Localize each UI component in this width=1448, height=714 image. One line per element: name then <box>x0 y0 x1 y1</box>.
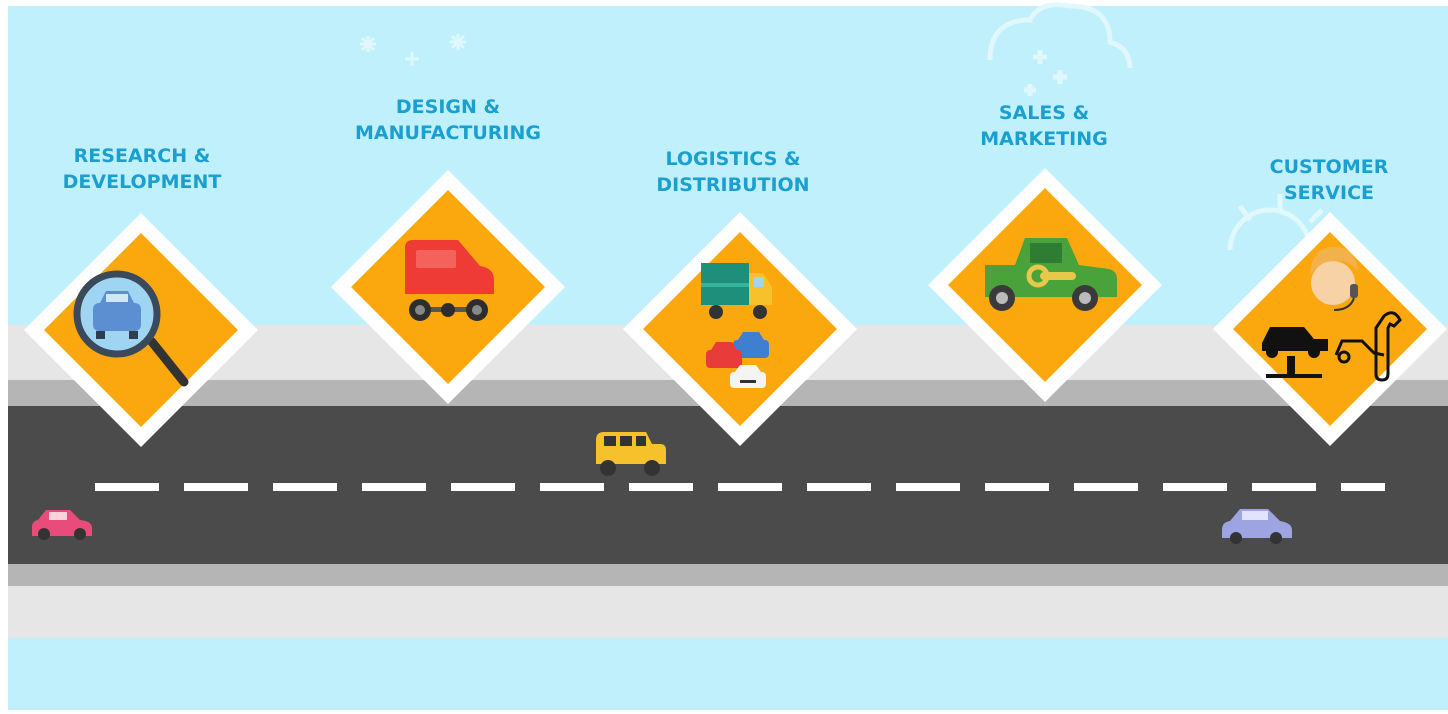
pickup-key-icon <box>985 238 1117 311</box>
car-body-icon <box>405 240 494 321</box>
stage-title-line: LOGISTICS & <box>665 148 801 170</box>
truck-traffic-icon <box>701 263 772 388</box>
lavender-sedan-icon <box>1222 509 1292 544</box>
stage-title-line: SERVICE <box>1284 182 1374 204</box>
stage-title-logistics: LOGISTICS & DISTRIBUTION <box>613 146 853 198</box>
sign-research-development <box>24 213 258 447</box>
stage-title-design: DESIGN & MANUFACTURING <box>328 94 568 146</box>
service-agent-icon <box>1262 247 1402 382</box>
magnifier-car-icon <box>73 270 189 387</box>
yellow-suv-icon <box>596 432 666 476</box>
stage-title-line: MANUFACTURING <box>355 122 541 144</box>
stage-title-line: SALES & <box>998 102 1090 124</box>
lower-sidewalk <box>8 586 1448 638</box>
pink-car-icon <box>32 510 92 540</box>
stage-title-customer-service: CUSTOMER SERVICE <box>1209 154 1448 206</box>
lower-curb <box>8 564 1448 586</box>
lane-markings <box>95 483 1385 491</box>
stage-title-sales: SALES & MARKETING <box>924 100 1164 152</box>
stage-title-line: DEVELOPMENT <box>62 171 222 193</box>
sign-customer-service <box>1213 212 1447 446</box>
stage-title-line: DESIGN & <box>395 96 501 118</box>
stage-title-line: RESEARCH & <box>73 145 211 167</box>
sign-logistics-distribution <box>623 212 857 446</box>
stage-title-research: RESEARCH & DEVELOPMENT <box>22 143 262 195</box>
stage-title-line: DISTRIBUTION <box>656 174 810 196</box>
stage-title-line: MARKETING <box>980 128 1108 150</box>
snowflake-decoration <box>360 34 466 66</box>
sign-sales-marketing <box>928 168 1162 402</box>
sign-design-manufacturing <box>331 170 565 404</box>
cloud-decoration <box>987 2 1324 251</box>
bottom-sky <box>8 638 1448 710</box>
stage-title-line: CUSTOMER <box>1269 156 1389 178</box>
